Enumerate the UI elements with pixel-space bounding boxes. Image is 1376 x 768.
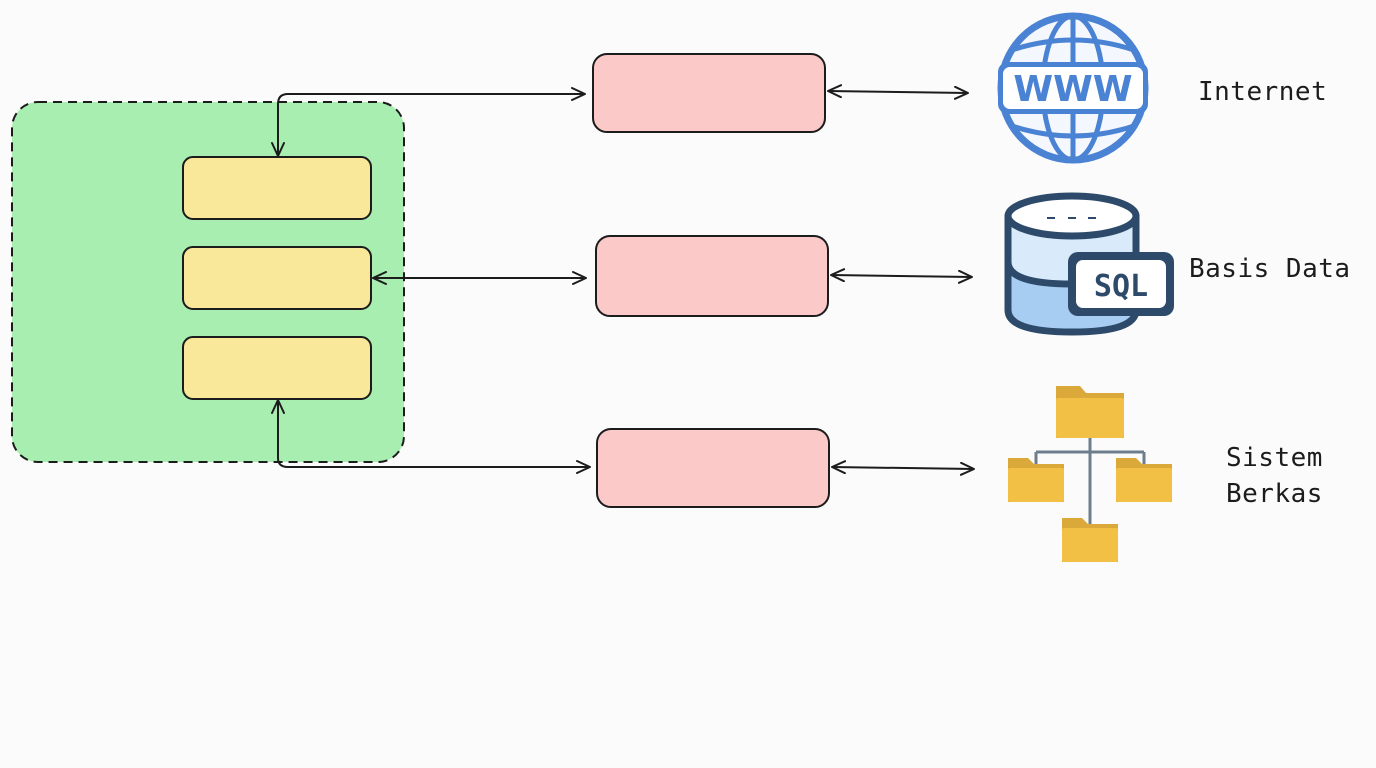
connector-box-database	[595, 235, 829, 317]
folder-tree-icon	[1008, 386, 1172, 562]
module-box-top	[182, 156, 372, 220]
folder-left-icon	[1008, 458, 1064, 502]
globe-www-text: WWW	[1013, 69, 1132, 110]
label-internet: Internet	[1198, 77, 1328, 107]
sql-database-icon: SQL	[1004, 192, 1174, 336]
arrow-database-connector-to-database	[830, 268, 973, 284]
database-sql-text: SQL	[1094, 269, 1148, 304]
connector-box-internet	[592, 53, 826, 133]
arrow-internet-connector-to-internet	[827, 84, 969, 100]
label-filesystem-line2: Berkas	[1226, 479, 1323, 509]
www-globe-icon: WWW	[997, 12, 1149, 164]
arrow-filesystem-connector-to-filesystem	[831, 460, 975, 476]
label-database: Basis Data	[1189, 254, 1351, 284]
label-filesystem-line1: Sistem	[1226, 443, 1323, 473]
arrow-bottom-module-to-filesystem-connector	[271, 399, 591, 474]
connector-box-filesystem	[596, 428, 830, 508]
folder-top-icon	[1056, 386, 1124, 438]
folder-bottom-icon	[1062, 518, 1118, 562]
folder-right-icon	[1116, 458, 1172, 502]
module-box-bottom	[182, 336, 372, 400]
module-box-middle	[182, 246, 372, 310]
arrow-top-module-to-internet-connector	[271, 87, 586, 157]
label-filesystem: Sistem Berkas	[1226, 440, 1323, 512]
